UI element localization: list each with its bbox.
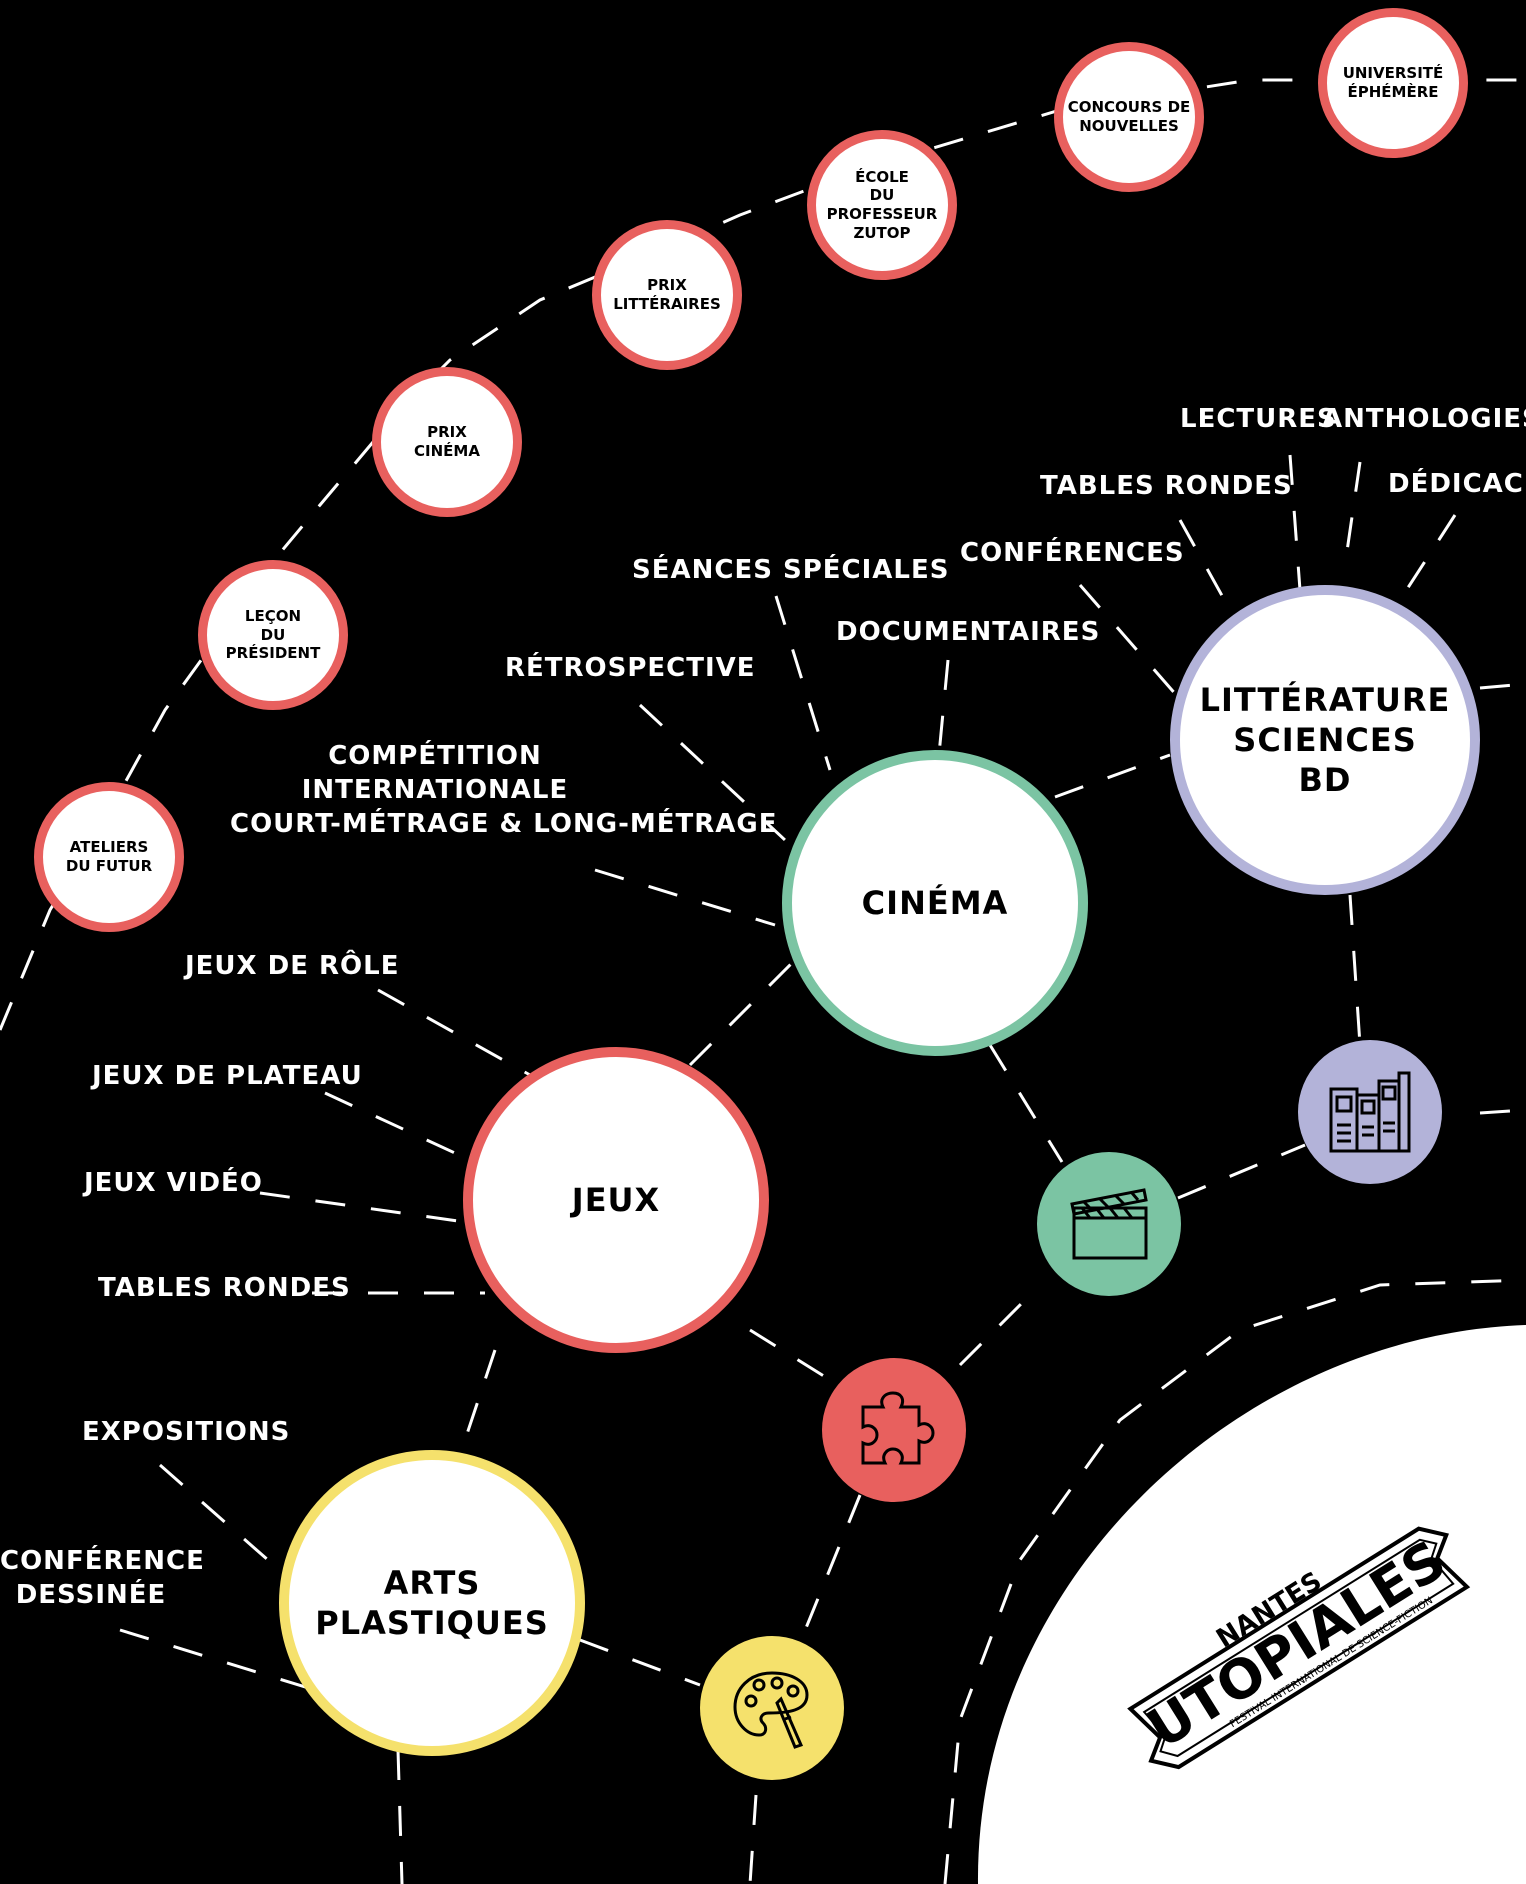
label-anthologies: ANTHOLOGIES	[1322, 404, 1526, 434]
label-competition: COMPÉTITION INTERNATIONALE COURT-MÉTRAGE…	[230, 741, 778, 839]
clapperboard-icon[interactable]	[1037, 1152, 1181, 1296]
books-icon[interactable]	[1298, 1040, 1442, 1184]
puzzle-icon[interactable]	[822, 1358, 966, 1502]
label-jeux-de-role: JEUX DE RÔLE	[185, 951, 400, 981]
label-jeux-video: JEUX VIDÉO	[84, 1168, 263, 1198]
label-lectures: LECTURES	[1180, 404, 1337, 434]
label-tables-rondes-litterature: TABLES RONDES	[1040, 471, 1293, 501]
label-jeux-de-plateau: JEUX DE PLATEAU	[92, 1061, 363, 1091]
hub-cinema[interactable]: CINÉMA	[782, 750, 1088, 1056]
label-retrospective: RÉTROSPECTIVE	[505, 653, 756, 683]
palette-icon[interactable]	[700, 1636, 844, 1780]
hub-jeux[interactable]: JEUX	[463, 1047, 769, 1353]
label-seances-speciales: SÉANCES SPÉCIALES	[632, 555, 950, 585]
utopiales-logo: NANTES UTOPIALES FESTIVAL INTERNATIONAL …	[1100, 1480, 1500, 1820]
logo-disc	[977, 1325, 1526, 1884]
logo-name: UTOPIALES	[1136, 1528, 1456, 1761]
label-conferences: CONFÉRENCES	[960, 538, 1185, 568]
label-dedicaces: DÉDICACES	[1388, 469, 1526, 499]
label-documentaires: DOCUMENTAIRES	[836, 617, 1101, 647]
label-conference-dessinee: CONFÉRENCE DESSINÉE	[0, 1546, 205, 1610]
label-tables-rondes-jeux: TABLES RONDES	[98, 1273, 351, 1303]
label-expositions: EXPOSITIONS	[82, 1417, 291, 1447]
